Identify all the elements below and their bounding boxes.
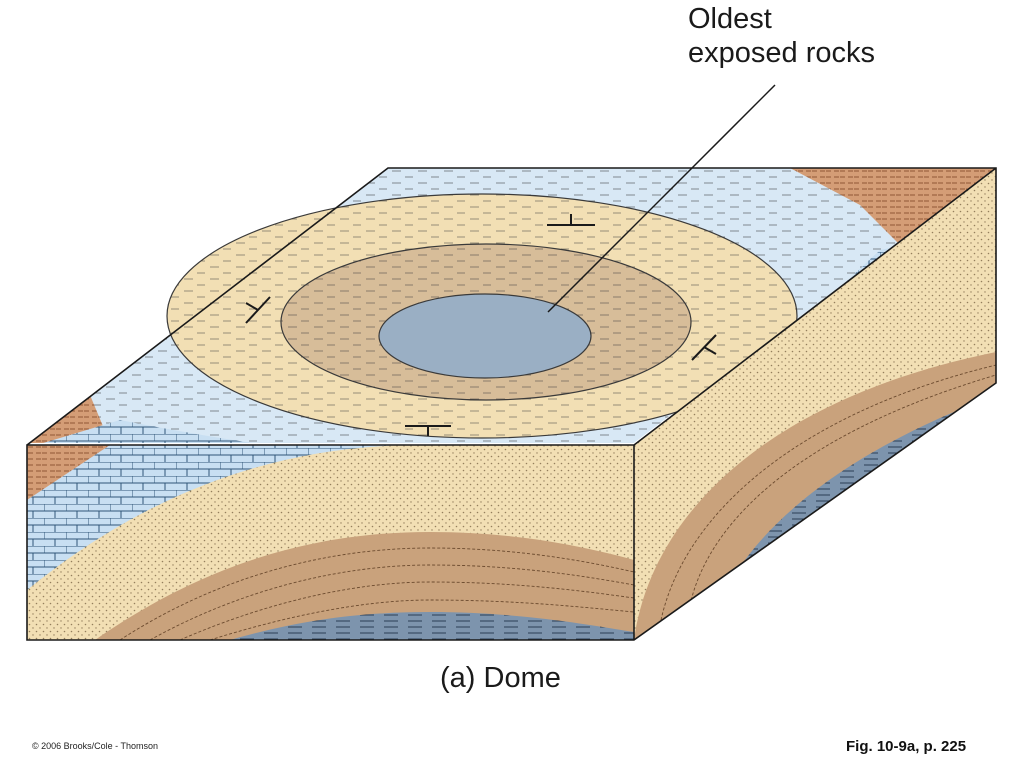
red-shale-front [27,445,110,500]
dome-outcrops [166,193,798,439]
callout-leader-line [547,84,776,313]
banded-brown-front [95,532,634,640]
callout-line-1: Oldest [688,3,772,35]
strike-dip-symbols [245,214,717,436]
oldest-core [378,293,592,379]
deep-slate-front [230,612,634,640]
strike-dip-symbol-east [691,334,717,361]
strike-dip-symbol-west [245,296,271,324]
copyright-notice: © 2006 Brooks/Cole - Thomson [32,741,159,751]
front-face [27,445,634,640]
figure-caption: (a) Dome [440,662,561,694]
strike-dip-symbol-south [405,425,451,436]
callout-line-2: exposed rocks [688,37,875,69]
figure-reference: Fig. 10-9a, p. 225 [846,738,967,755]
block-outline [26,167,997,641]
limestone-top-left [30,420,280,443]
strike-dip-symbol-north [547,214,595,226]
callout-label: Oldest exposed rocks [688,2,875,70]
